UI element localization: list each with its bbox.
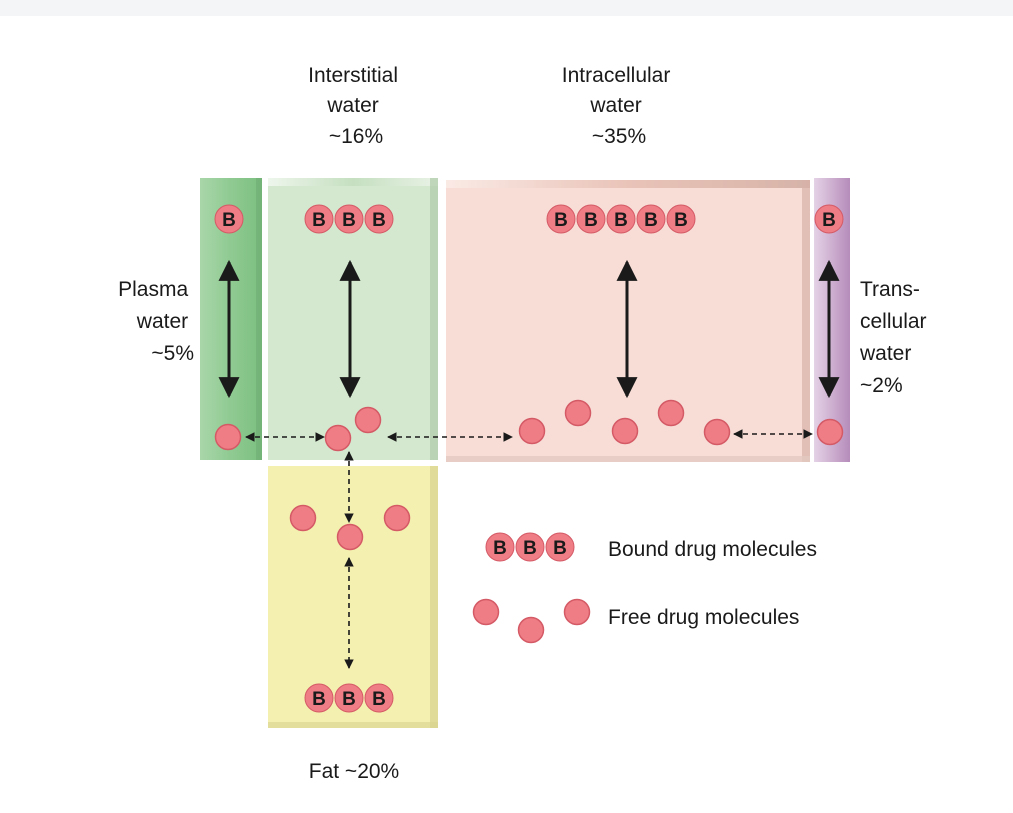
intracellular-bound-molecule — [636, 204, 666, 234]
intracellular-free-molecule — [611, 417, 639, 445]
intracellular-bound-molecule-label: B — [674, 210, 688, 231]
intracellular-bound-molecule-label: B — [644, 210, 658, 231]
interstitial-free-molecule — [324, 424, 352, 452]
intracellular-free-molecule — [518, 417, 546, 445]
intracellular-bound-molecule-label: B — [584, 210, 598, 231]
intracellular-free-molecule — [657, 399, 685, 427]
fat-bound-molecule-label: B — [342, 689, 356, 710]
intracellular-compartment-top — [446, 180, 810, 188]
interstitial-bound-molecule — [334, 204, 364, 234]
legend-bound-molecule — [485, 532, 515, 562]
transcellular-bound-molecule — [814, 204, 844, 234]
legend-free-molecule — [563, 598, 591, 626]
interstitial-bound-molecule-label: B — [312, 210, 326, 231]
fat-bound-molecule-label: B — [372, 689, 386, 710]
legend-bound-molecule-label: B — [493, 538, 507, 559]
fat-bound-molecule — [364, 683, 394, 713]
interstitial-bound-molecule — [364, 204, 394, 234]
plasma-free-molecule — [214, 423, 242, 451]
fat-bound-molecule — [304, 683, 334, 713]
transcellular-label: Trans- cellular water ~2% — [859, 278, 932, 397]
fat-compartment-edge — [430, 466, 438, 728]
intracellular-bound-molecule — [576, 204, 606, 234]
legend-bound-label: Bound drug molecules — [608, 538, 817, 561]
fat-compartment-bottom — [268, 722, 438, 728]
fat-free-molecule — [336, 523, 364, 551]
intracellular-label: Intracellular water ~35% — [562, 64, 676, 148]
intracellular-compartment-edge — [802, 180, 810, 462]
intracellular-bound-molecule-label: B — [554, 210, 568, 231]
interstitial-compartment-edge — [430, 178, 438, 460]
legend-bound-molecule — [545, 532, 575, 562]
fat-bound-molecule — [334, 683, 364, 713]
legend-bound-molecule-label: B — [553, 538, 567, 559]
intracellular-free-molecule — [703, 418, 731, 446]
interstitial-bound-molecule — [304, 204, 334, 234]
intracellular-bound-molecule-label: B — [614, 210, 628, 231]
plasma-compartment-edge — [256, 178, 262, 460]
top-bar — [0, 0, 1013, 16]
interstitial-bound-molecule-label: B — [372, 210, 386, 231]
intracellular-free-molecule — [564, 399, 592, 427]
fat-bound-molecule-label: B — [312, 689, 326, 710]
interstitial-bound-molecule-label: B — [342, 210, 356, 231]
transcellular-bound-molecule-label: B — [822, 210, 836, 231]
fat-free-molecule — [383, 504, 411, 532]
legend-free-label: Free drug molecules — [608, 606, 799, 629]
legend-bound-molecule-label: B — [523, 538, 537, 559]
legend-free-molecule — [517, 616, 545, 644]
interstitial-free-molecule — [354, 406, 382, 434]
interstitial-compartment-top — [268, 178, 438, 186]
fat-free-molecule — [289, 504, 317, 532]
plasma-bound-molecule — [214, 204, 244, 234]
intracellular-bound-molecule — [666, 204, 696, 234]
interstitial-label: Interstitial water ~16% — [308, 64, 404, 148]
plasma-label: Plasma water ~5% — [118, 278, 194, 365]
plasma-bound-molecule-label: B — [222, 210, 236, 231]
intracellular-bound-molecule — [606, 204, 636, 234]
transcellular-free-molecule — [816, 418, 844, 446]
legend-free-molecule — [472, 598, 500, 626]
fat-label: Fat ~20% — [309, 760, 399, 783]
intracellular-bound-molecule — [546, 204, 576, 234]
legend-bound-molecule — [515, 532, 545, 562]
intracellular-compartment-bottom — [446, 456, 810, 462]
